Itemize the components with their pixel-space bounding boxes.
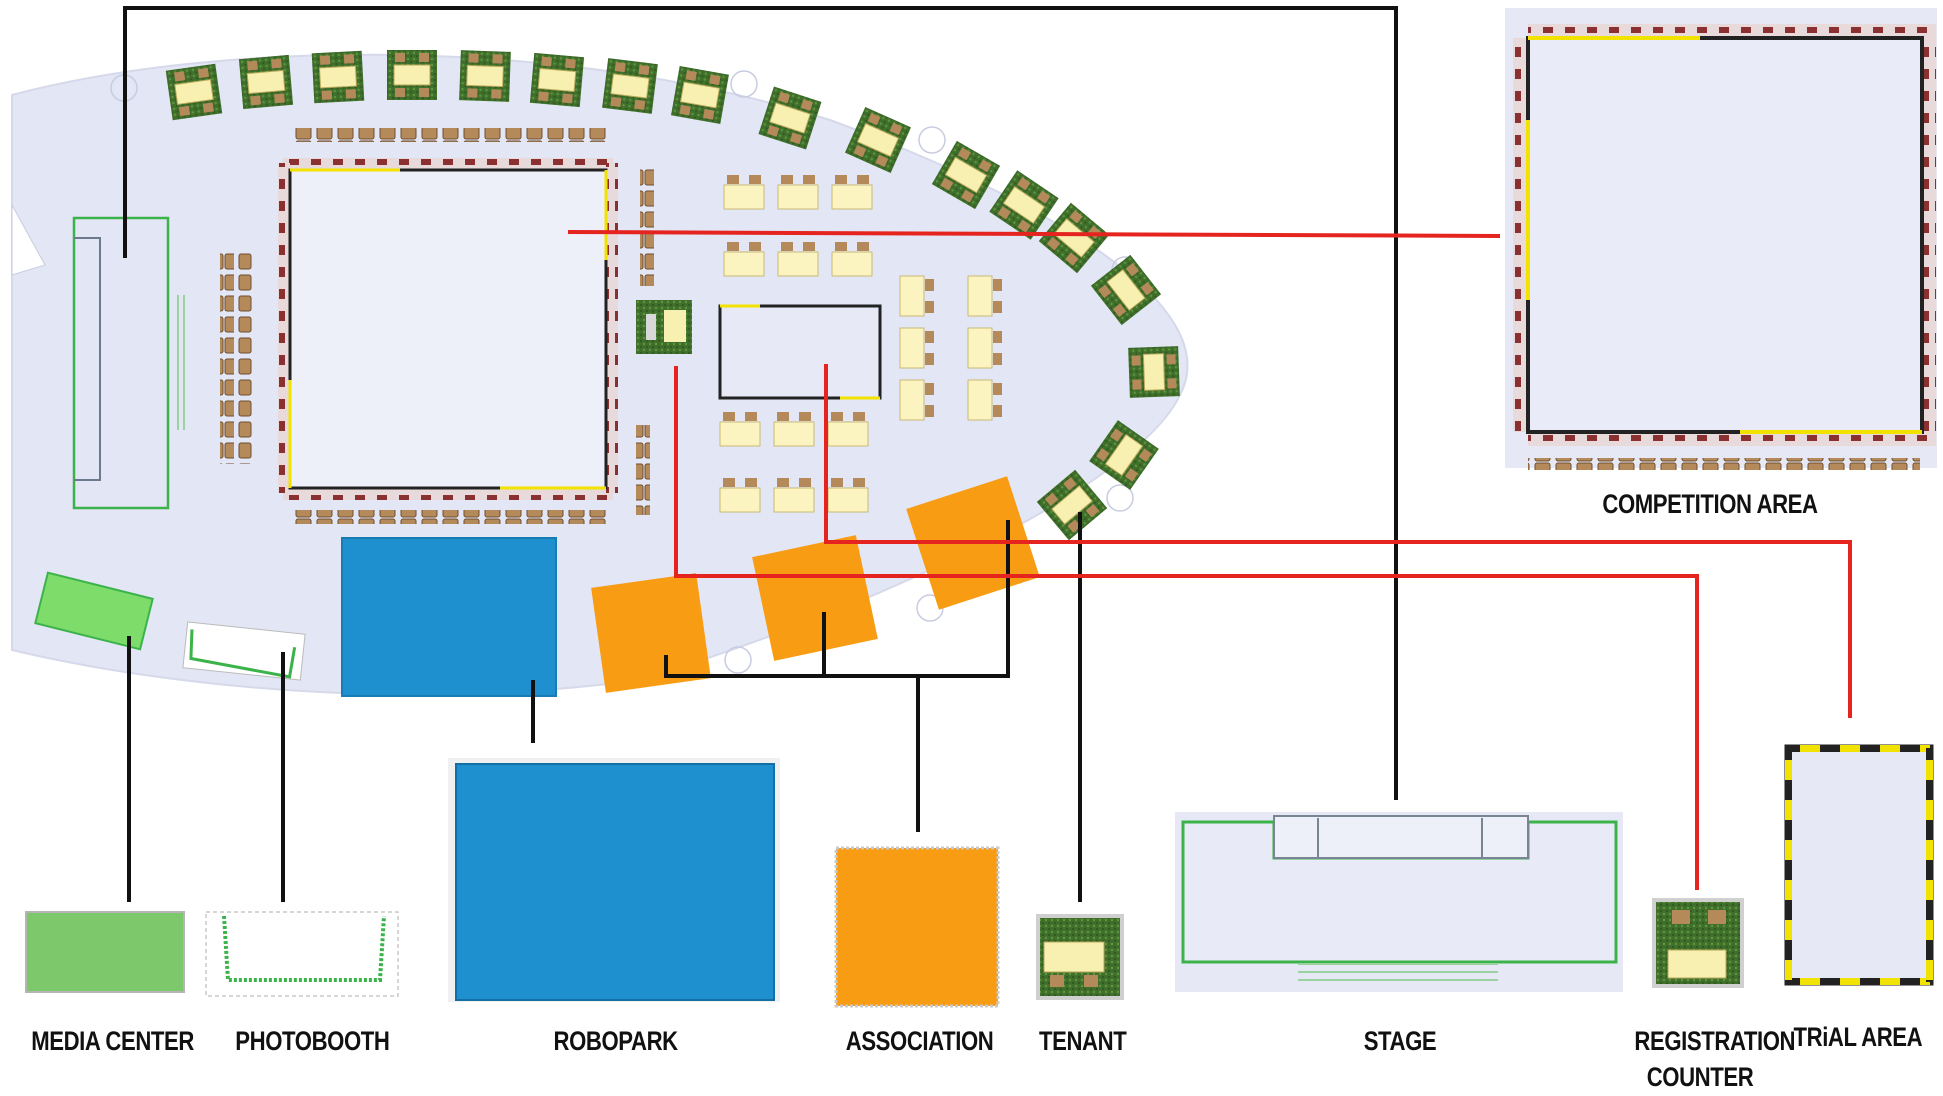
hall-media-center <box>34 571 154 651</box>
hall-trial-area <box>718 304 882 400</box>
registration-counter-detail <box>1652 898 1744 988</box>
hall-photobooth <box>182 621 306 681</box>
association-detail <box>834 846 1000 1008</box>
label-photobooth: PHOTOBOOTH <box>235 1026 390 1056</box>
label-association: ASSOCIATION <box>845 1026 994 1056</box>
photobooth-detail <box>205 911 399 997</box>
trial-area-detail <box>1784 744 1934 986</box>
red-connector-lines <box>567 230 1852 890</box>
hall-association-zones <box>591 476 1040 693</box>
label-registration-line1: REGISTRATION <box>1634 1026 1796 1056</box>
label-tenant: TENANT <box>1039 1026 1127 1056</box>
stage-detail <box>1175 812 1623 992</box>
tenant-detail <box>1036 914 1124 1000</box>
black-connector-lines <box>123 6 1398 902</box>
label-robopark: ROBOPARK <box>553 1026 679 1056</box>
label-competition-area: COMPETITION AREA <box>1602 489 1818 519</box>
label-registration-line2: COUNTER <box>1646 1062 1754 1092</box>
hall-competition-area <box>220 128 654 524</box>
robopark-detail <box>448 758 780 1002</box>
hall-registration-booth <box>636 300 692 354</box>
hall-robopark-zone <box>341 537 557 697</box>
media-center-detail <box>25 911 185 993</box>
label-trial-area: TRiAL AREA <box>1793 1022 1923 1052</box>
label-stage: STAGE <box>1363 1026 1437 1056</box>
label-media-center: MEDIA CENTER <box>31 1026 194 1056</box>
hall-stage-outline <box>72 216 185 510</box>
competition-area-detail <box>1505 8 1937 470</box>
